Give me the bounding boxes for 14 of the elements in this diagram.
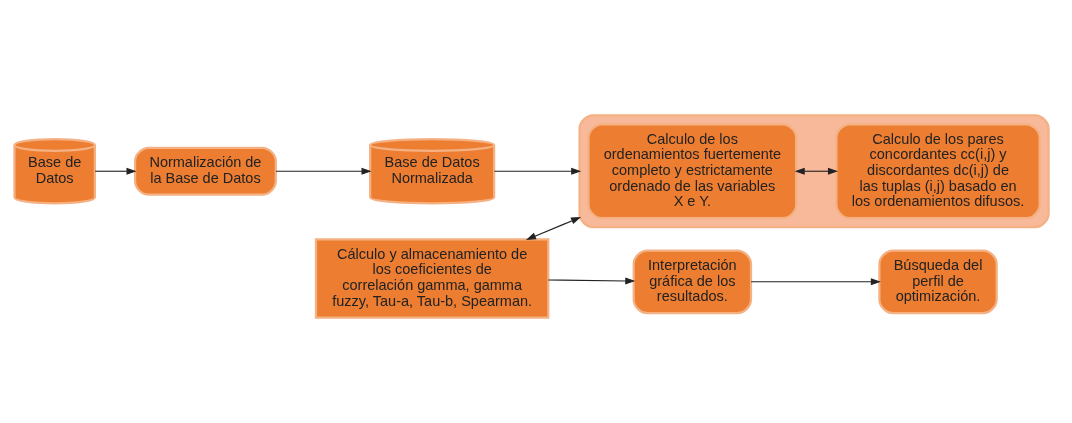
node-box: Interpretación gráfica de los resultados. <box>632 248 753 314</box>
arrow <box>750 277 881 285</box>
arrow <box>94 167 137 175</box>
arrow <box>794 167 839 175</box>
node-box: Normalización de la Base de Datos <box>133 146 277 196</box>
node-box: Calculo de los pares concordantes cc(i,j) y discordantes dc(i,j) de las tuplas (i,j) basado en los ordenamientos difusos. <box>835 122 1041 219</box>
cluster <box>578 113 1050 228</box>
node-box: Cálculo y almacenamiento de los coeficientes de correlación gamma, gamma fuzzy, Tau-a, Tau-b, Spearman. <box>314 237 550 319</box>
node-box: Calculo de los ordenamientos fuertemente completo y estrictamente ordenado de las variables X e Y. <box>587 122 798 219</box>
node-box: Búsqueda del perfil de optimización. <box>878 248 998 314</box>
arrow <box>547 276 636 284</box>
arrow <box>493 167 582 175</box>
arrow <box>525 216 582 240</box>
arrow <box>275 167 372 175</box>
